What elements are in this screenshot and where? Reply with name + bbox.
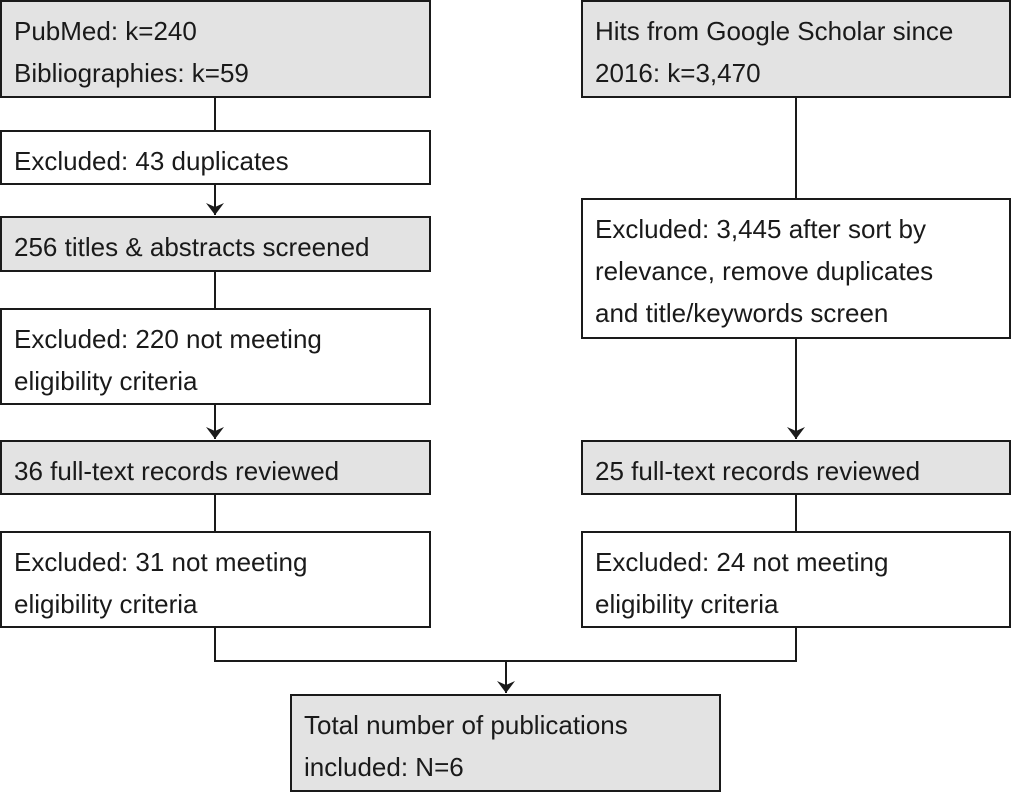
excluded-fulltext-right-box: Excluded: 24 not meeting eligibility cri… bbox=[581, 531, 1011, 628]
box-text-line: eligibility criteria bbox=[595, 589, 779, 619]
fulltext-reviewed-right-box: 25 full-text records reviewed bbox=[581, 440, 1011, 495]
box-text-line: and title/keywords screen bbox=[595, 298, 889, 328]
box-text-line: 256 titles & abstracts screened bbox=[14, 232, 370, 262]
box-text-line: Excluded: 43 duplicates bbox=[14, 146, 289, 176]
pubmed-bibliographies-box: PubMed: k=240 Bibliographies: k=59 bbox=[0, 0, 431, 98]
box-text-line: Excluded: 3,445 after sort by bbox=[595, 214, 926, 244]
excluded-screening-left-box: Excluded: 220 not meeting eligibility cr… bbox=[0, 308, 431, 405]
total-publications-box: Total number of publications included: N… bbox=[290, 694, 721, 792]
box-text-line: 2016: k=3,470 bbox=[595, 58, 761, 88]
box-text-line: Excluded: 24 not meeting bbox=[595, 547, 889, 577]
excluded-screening-right-box: Excluded: 3,445 after sort by relevance,… bbox=[581, 198, 1011, 339]
google-scholar-box: Hits from Google Scholar since 2016: k=3… bbox=[581, 0, 1011, 98]
box-text-line: eligibility criteria bbox=[14, 366, 198, 396]
box-text-line: Hits from Google Scholar since bbox=[595, 16, 954, 46]
box-text-line: Bibliographies: k=59 bbox=[14, 58, 249, 88]
box-text-line: relevance, remove duplicates bbox=[595, 256, 934, 286]
box-text-line: PubMed: k=240 bbox=[14, 16, 197, 46]
box-text-line: included: N=6 bbox=[304, 752, 464, 782]
box-text-line: eligibility criteria bbox=[14, 589, 198, 619]
titles-abstracts-screened-box: 256 titles & abstracts screened bbox=[0, 216, 431, 272]
excluded-duplicates-box: Excluded: 43 duplicates bbox=[0, 130, 431, 185]
box-text-line: Excluded: 220 not meeting bbox=[14, 324, 322, 354]
box-text-line: 25 full-text records reviewed bbox=[595, 456, 921, 486]
fulltext-reviewed-left-box: 36 full-text records reviewed bbox=[0, 440, 431, 495]
merge-line bbox=[214, 627, 797, 662]
box-text-line: Excluded: 31 not meeting bbox=[14, 547, 308, 577]
box-text-line: Total number of publications bbox=[304, 710, 628, 740]
excluded-fulltext-left-box: Excluded: 31 not meeting eligibility cri… bbox=[0, 531, 431, 628]
box-text-line: 36 full-text records reviewed bbox=[14, 456, 340, 486]
